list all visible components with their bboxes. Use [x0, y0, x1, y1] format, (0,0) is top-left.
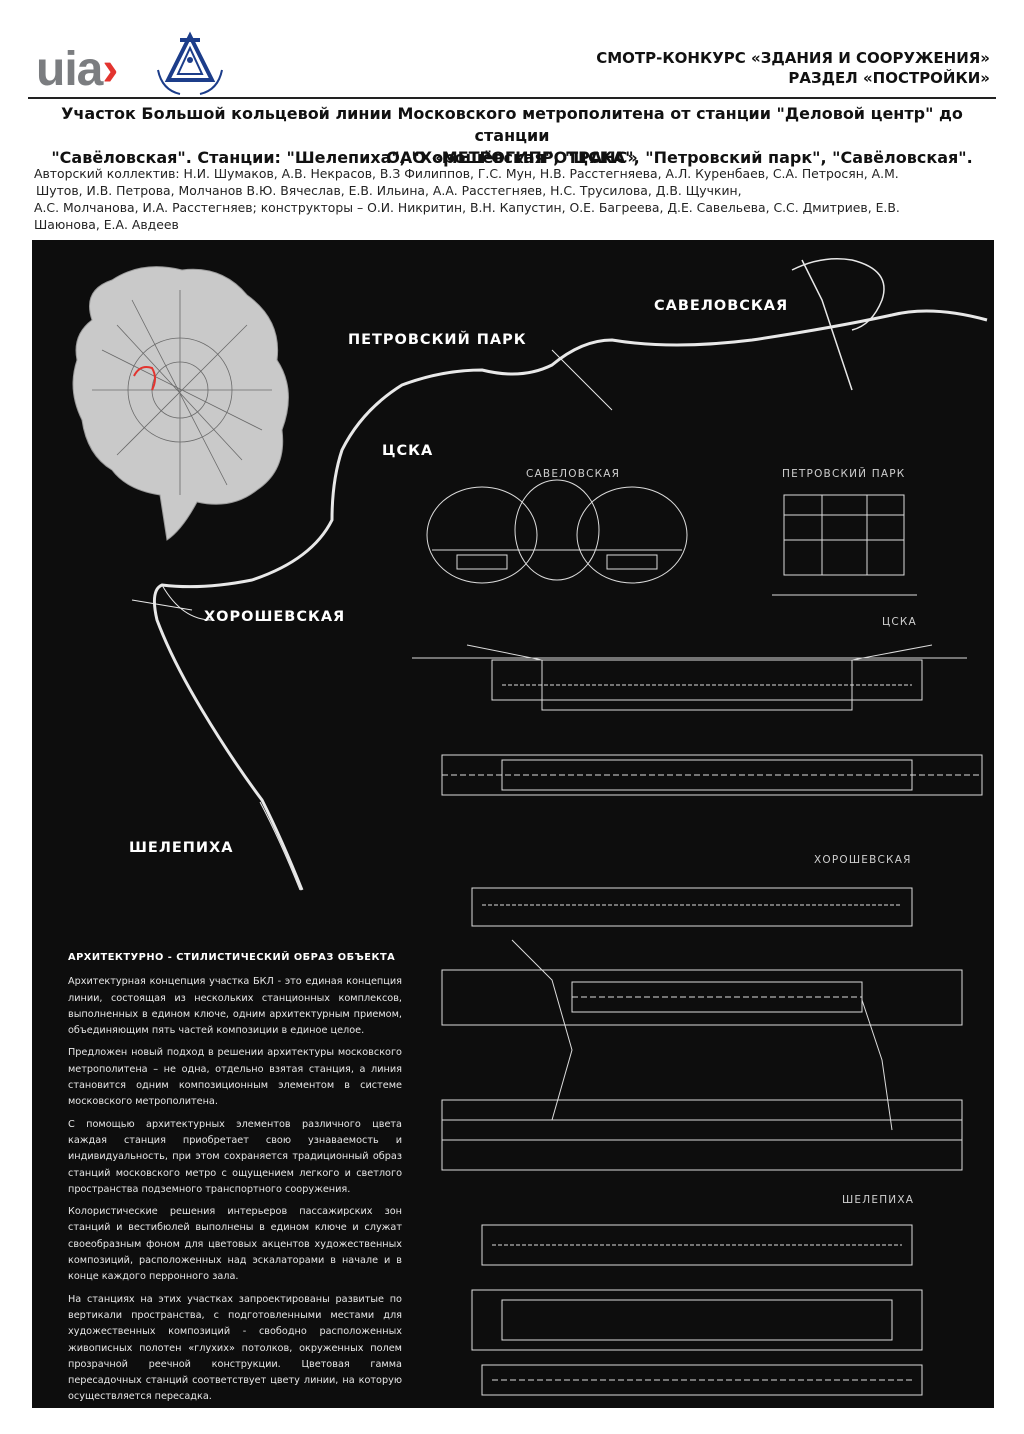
poster-panel: САВЕЛОВСКАЯ ПЕТРОВСКИЙ ПАРК ЦСКА ХОРОШЕВ…	[32, 240, 994, 1408]
drawing-label-savelovskaya: САВЕЛОВСКАЯ	[526, 468, 621, 480]
map-label-savelovskaya: САВЕЛОВСКАЯ	[654, 298, 789, 314]
project-title: Участок Большой кольцевой линии Московск…	[51, 104, 973, 167]
metro-route-line	[131, 258, 988, 891]
chevron-right-icon: ›	[102, 43, 118, 96]
contest-title: СМОТР-КОНКУРС «ЗДАНИЯ И СООРУЖЕНИЯ» РАЗД…	[596, 49, 990, 87]
petrovsky-park-section-drawing	[772, 494, 917, 596]
map-label-shelepikha: ШЕЛЕПИХА	[129, 840, 234, 856]
organization-name: ОАО «МЕТРОГИПРОТРАНС»	[386, 148, 638, 167]
savelovskaya-section-drawing	[426, 479, 688, 584]
map-label-khoroshevskaya: ХОРОШЕВСКАЯ	[204, 609, 346, 625]
description-paragraph: С помощью архитектурных элементов различ…	[68, 1118, 402, 1195]
uia-logo: uia›	[36, 43, 118, 96]
moscow-map	[72, 266, 289, 541]
drawings-canvas	[72, 258, 988, 1396]
map-label-petrovsky-park: ПЕТРОВСКИЙ ПАРК	[348, 332, 527, 348]
shelepikha-drawings	[471, 1224, 923, 1396]
header-divider	[28, 97, 996, 99]
drawing-label-petrovsky-park: ПЕТРОВСКИЙ ПАРК	[782, 468, 906, 480]
description-paragraph: Архитектурная концепция участка БКЛ - эт…	[68, 976, 402, 1037]
description-paragraph: Колористические решения интерьеров пасса…	[68, 1206, 402, 1283]
cska-drawings	[412, 644, 983, 796]
description-paragraph: Предложен новый подход в решении архитек…	[68, 1047, 402, 1108]
concept-description: АРХИТЕКТУРНО - СТИЛИСТИЧЕСКИЙ ОБРАЗ ОБЪЕ…	[68, 950, 402, 1412]
drawing-label-shelepikha: ШЕЛЕПИХА	[842, 1194, 915, 1206]
drawing-label-khoroshevskaya: ХОРОШЕВСКАЯ	[814, 854, 912, 866]
khoroshevskaya-drawings	[441, 887, 963, 1171]
description-heading: АРХИТЕКТУРНО - СТИЛИСТИЧЕСКИЙ ОБРАЗ ОБЪЕ…	[68, 952, 396, 963]
description-paragraph: На станциях на этих участках запроектиро…	[68, 1293, 402, 1403]
map-label-cska: ЦСКА	[382, 443, 434, 459]
drawing-label-cska: ЦСКА	[882, 616, 917, 628]
authors-list: Авторский коллектив: Н.И. Шумаков, А.В. …	[34, 166, 900, 232]
union-emblem-icon	[157, 31, 223, 95]
